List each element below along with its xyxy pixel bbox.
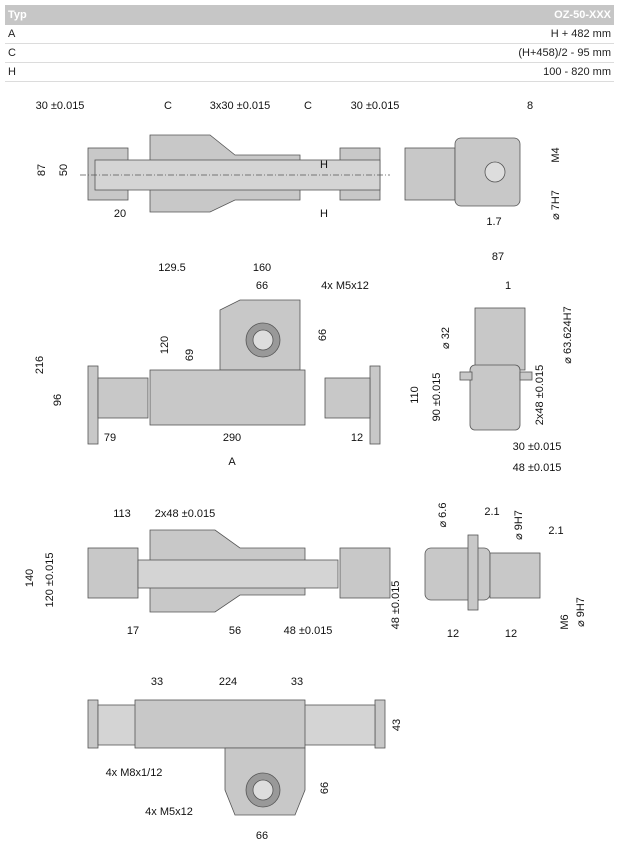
dim-label: 8 — [526, 100, 534, 112]
dim-label: 69 — [184, 348, 196, 362]
row-label: H — [8, 66, 16, 78]
dim-label: 1.7 — [486, 216, 502, 228]
dim-label: ⌀ 9H7 — [513, 510, 525, 540]
dim-label: 224 — [218, 676, 238, 688]
dim-label: 4x M5x12 — [321, 280, 369, 292]
dim-label: 43 — [391, 718, 403, 732]
bottom-end-view — [424, 534, 541, 611]
dim-label: A — [228, 456, 236, 468]
dim-label: 30 ±0.015 — [350, 100, 400, 112]
dim-label: 4x M8x1/12 — [105, 767, 163, 779]
dim-label: 96 — [52, 393, 64, 407]
row-value: (H+458)/2 - 95 mm — [518, 47, 611, 59]
dim-label: 48 ±0.015 — [512, 462, 562, 474]
dim-label: 20 — [113, 208, 127, 220]
top-end-view — [404, 137, 521, 207]
dim-label: 30 ±0.015 — [35, 100, 85, 112]
dim-label: 2x48 ±0.015 — [534, 364, 546, 426]
dim-label: ⌀ 63.624H7 — [562, 306, 574, 364]
dim-label: 87 — [36, 163, 48, 177]
dim-label: 120 ±0.015 — [44, 552, 56, 608]
dim-label: ⌀ 32 — [440, 327, 452, 349]
dim-label: 30 ±0.015 — [512, 441, 562, 453]
table-header: Typ OZ-50-XXX — [5, 5, 614, 25]
dim-label: 79 — [103, 432, 117, 444]
dim-label: ⌀ 9H7 — [575, 597, 587, 627]
dim-label: 1 — [504, 280, 512, 292]
dim-label: 129.5 — [158, 262, 186, 274]
dim-label: C — [304, 100, 312, 112]
dim-label: 216 — [34, 355, 46, 375]
dim-label: C — [164, 100, 172, 112]
row-value: 100 - 820 mm — [543, 66, 611, 78]
dim-label: 66 — [317, 328, 329, 342]
dim-label: 2.1 — [484, 506, 500, 518]
table-row: A H + 482 mm — [5, 25, 614, 44]
dim-label: 12 — [504, 628, 518, 640]
dim-label: 2.1 — [548, 525, 564, 537]
side-view — [459, 307, 533, 431]
dim-label: 66 — [255, 830, 269, 842]
dim-label: 4x M5x12 — [145, 806, 193, 818]
dim-label: 33 — [150, 676, 164, 688]
dim-label: 48 ±0.015 — [390, 580, 402, 630]
dim-label: 87 — [491, 251, 505, 263]
dim-label: 48 ±0.015 — [283, 625, 333, 637]
dim-label: 66 — [319, 781, 331, 795]
header-typ: Typ — [8, 9, 27, 21]
dim-label: 120 — [159, 335, 171, 355]
table-row: C (H+458)/2 - 95 mm — [5, 44, 614, 63]
dim-label: 90 ±0.015 — [431, 372, 443, 422]
row-label: C — [8, 47, 16, 59]
dim-label: 290 — [222, 432, 242, 444]
table-row: H 100 - 820 mm — [5, 63, 614, 82]
dim-label: H — [320, 159, 328, 171]
dim-label: 33 — [290, 676, 304, 688]
dim-label: 140 — [24, 568, 36, 588]
dim-label: 56 — [228, 625, 242, 637]
rear-view — [87, 699, 386, 816]
dim-label: M6 — [559, 614, 571, 630]
dim-label: ⌀ 6.6 — [437, 502, 449, 528]
dim-label: 3x30 ±0.015 — [209, 100, 271, 112]
front-view — [87, 299, 381, 445]
row-label: A — [8, 28, 16, 40]
header-model: OZ-50-XXX — [554, 9, 611, 21]
dim-label: 66 — [255, 280, 269, 292]
dim-label: M4 — [550, 147, 562, 163]
row-value: H + 482 mm — [550, 28, 611, 40]
dim-label: 50 — [58, 163, 70, 177]
dim-label: 2x48 ±0.015 — [154, 508, 216, 520]
dim-label: 113 — [113, 508, 131, 520]
top-view — [80, 134, 390, 213]
dim-label: 12 — [446, 628, 460, 640]
dim-label: 12 — [350, 432, 364, 444]
dim-label: 160 — [252, 262, 272, 274]
bottom-view — [87, 529, 391, 613]
spec-table: Typ OZ-50-XXX A H + 482 mm C (H+458)/2 - 9… — [5, 5, 614, 82]
dim-label: 110 — [409, 386, 421, 404]
dim-label: H — [320, 208, 328, 220]
dim-label: 17 — [126, 625, 140, 637]
dim-label: ⌀ 7H7 — [550, 190, 562, 220]
